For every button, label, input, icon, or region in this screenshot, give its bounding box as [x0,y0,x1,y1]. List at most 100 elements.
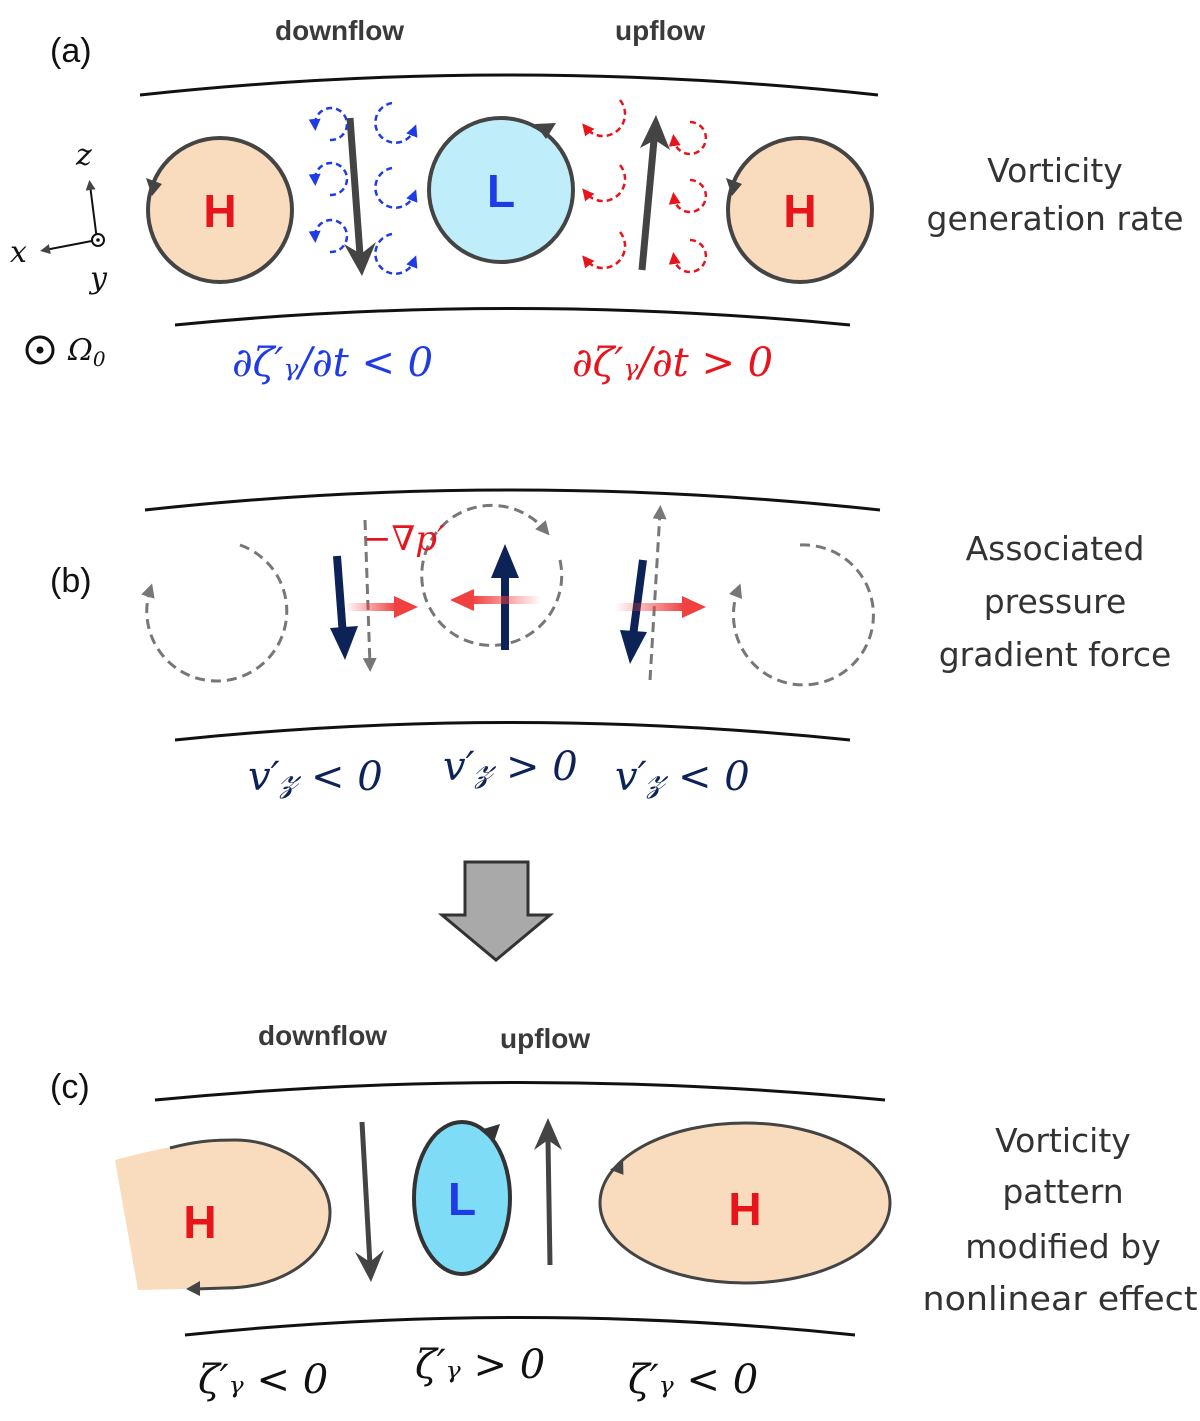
blue-vortex-icon [374,166,418,209]
panel-b-navy-down-right-arrowhead [620,630,647,664]
panel-b-red-arrow-right-head [682,596,706,618]
red-vortex-icon [668,178,708,214]
panel-b-red-arrow-right-shaft [615,603,685,611]
panel-c: (c) downflow upflow H L H ζ′ᵧ < 0 ζ′ᵧ > … [50,1020,1198,1403]
panel-b-red-arrow-center-head [450,589,474,611]
panel-a-upflow-label: upflow [615,15,705,46]
panel-a-bottom-boundary [174,307,851,327]
panel-c-side-line1: Vorticity [995,1121,1131,1160]
y-axis-label: y [88,261,108,296]
panel-a-upflow-arrow-shaft [638,139,658,271]
panel-c-top-boundary [154,1081,886,1102]
panel-c-high-right-arrowhead [610,1160,624,1175]
panel-a-high-right-arrowhead [726,178,742,196]
panel-a-blue-vortices [308,101,418,275]
panel-a-downflow-arrowhead [344,242,376,276]
x-axis-arrow [40,239,98,254]
z-axis-label: z [75,138,92,173]
panel-a-high-right-blob [726,136,874,284]
panel-b-red-arrow-left-head [394,596,418,618]
panel-b-red-arrow-center-shaft [472,596,542,604]
panel-a-low-label: L [487,165,515,217]
panel-b-eq-mid: v′𝓏 > 0 [443,744,578,790]
panel-a-upflow-arrowhead [640,115,670,150]
red-vortex-icon [582,99,627,138]
panel-a-downflow-arrow-shaft [346,117,364,256]
panel-b-side-line3: gradient force [939,635,1172,674]
panel-a-red-vortices [582,99,708,274]
panel-c-high-right-blob [598,1121,892,1285]
panel-c-high-left-blob [115,1140,330,1290]
z-axis-arrow [85,180,98,241]
panel-b-bottom-boundary [174,721,851,742]
panel-c-side-line2: pattern [1002,1172,1123,1211]
dashed-vortex-center-icon [420,503,564,647]
panel-a-eq-left: ∂ζ′ᵧ/∂t < 0 [232,340,433,386]
panel-b-red-arrow-left-shaft [345,603,397,611]
omega-symbol: Ω [67,333,93,368]
panel-c-bottom-boundary [184,1316,856,1337]
panel-c-side-line4: nonlinear effect [923,1279,1198,1318]
panel-c-side-line3: modified by [965,1227,1160,1266]
panel-c-upflow-arrowhead [534,1118,562,1150]
blue-vortex-icon [308,106,349,142]
omega-out-icon [25,335,55,365]
panel-c-high-right-label: H [728,1183,761,1235]
x-axis-label: x [10,235,27,270]
panel-b-grad-label: −∇p′ [363,519,445,559]
blue-vortex-icon [308,218,349,254]
panel-a-top-boundary [139,73,879,97]
dashed-vortex-left-icon [141,543,289,683]
panel-a-high-left-arrowhead [146,178,162,196]
panel-c-label: (c) [50,1068,90,1106]
panel-a-high-right-label: H [783,185,816,237]
panel-c-high-left-arrowhead [186,1281,200,1296]
panel-c-downflow-arrowhead [355,1250,384,1282]
panel-c-upflow-label: upflow [500,1023,590,1054]
panel-a-low-arrowhead [535,123,556,139]
panel-b-gray-dashed-up-arrow [648,505,667,681]
blue-vortex-icon [374,101,418,144]
panel-b-side-line1: Associated [966,529,1145,568]
panel-b-top-boundary [144,488,881,512]
panel-c-upflow-arrow-shaft [545,1139,553,1266]
panel-b-navy-down-left-shaft [333,555,347,637]
omega-label: Ω0 [67,333,106,371]
panel-a-label: (a) [50,32,92,70]
panel-a-high-left-blob [146,136,294,284]
panel-b: (b) −∇p′ v′𝓏 < 0 v′𝓏 > 0 v′𝓏 < 0 Assoc [50,488,1172,800]
panel-c-eq-right: ζ′ᵧ < 0 [628,1357,758,1403]
omega-dot [36,346,44,354]
panel-c-eq-left: ζ′ᵧ < 0 [198,1357,328,1403]
panel-b-eq-left: v′𝓏 < 0 [248,754,383,800]
transition-down-arrow-icon [437,860,555,962]
panel-b-side-line2: pressure [984,582,1127,621]
panel-c-downflow-label: downflow [258,1020,387,1051]
panel-a-low-blob [427,116,575,264]
red-vortex-icon [582,231,627,270]
panel-c-low-label: L [448,1173,476,1225]
blue-vortex-icon [308,161,349,197]
dashed-vortex-right-icon [728,543,875,687]
red-vortex-icon [582,164,627,203]
panel-a-side-line2: generation rate [927,199,1184,238]
panel-c-eq-mid: ζ′ᵧ > 0 [415,1342,545,1388]
red-vortex-icon [668,238,708,274]
panel-b-dashed-vortices [141,503,875,687]
panel-a: (a) downflow upflow H L H [10,15,1184,386]
blue-vortex-icon [374,232,418,275]
panel-c-high-left-label: H [183,1196,216,1248]
panel-c-low-arrowhead [480,1124,500,1142]
red-vortex-icon [668,120,708,156]
panel-b-label: (b) [50,562,92,600]
panel-c-high-left-outline [169,1138,332,1291]
panel-a-downflow-label: downflow [275,15,404,46]
y-axis-dot [96,238,100,242]
panel-b-navy-down-right-shaft [629,559,647,637]
panel-b-navy-down-left-arrowhead [330,626,358,660]
panel-b-eq-right: v′𝓏 < 0 [615,754,750,800]
panel-a-high-left-label: H [203,185,236,237]
panel-c-low-blob [412,1120,512,1276]
omega-subscript: 0 [93,347,106,371]
